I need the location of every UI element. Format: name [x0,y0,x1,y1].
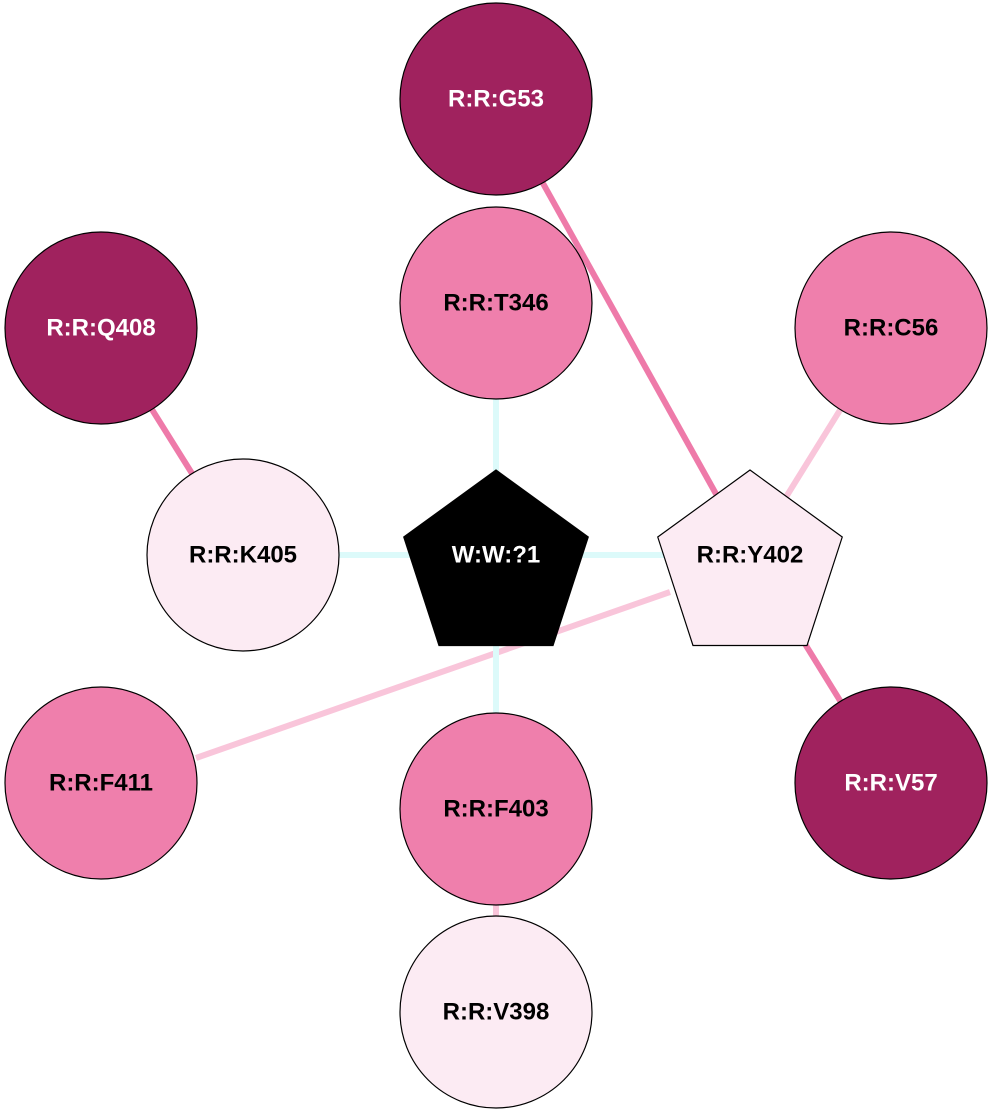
node-f411[interactable]: R:R:F411 [4,686,198,880]
node-label: R:R:Q408 [46,315,155,342]
node-label: R:R:T346 [443,290,548,317]
circle-node-shape [4,686,198,880]
node-k405[interactable]: R:R:K405 [146,458,340,652]
node-t346[interactable]: R:R:T346 [399,206,593,400]
circle-node-shape [146,458,340,652]
node-v57[interactable]: R:R:V57 [794,686,988,880]
node-label: R:R:V398 [443,999,550,1026]
node-label: R:R:Y402 [697,542,804,569]
node-label: R:R:K405 [189,542,297,569]
pentagon-node-shape [403,469,589,647]
node-v398[interactable]: R:R:V398 [399,915,593,1109]
node-y402[interactable]: R:R:Y402 [657,469,843,647]
node-g53[interactable]: R:R:G53 [399,2,593,196]
circle-node-shape [399,2,593,196]
node-label: R:R:F403 [443,796,548,823]
edge-y402-f411 [195,589,671,761]
node-label: R:R:F411 [49,770,153,797]
pentagon-node-shape [657,469,843,647]
node-w1[interactable]: W:W:?1 [403,469,589,647]
node-label: R:R:G53 [448,86,544,113]
node-label: W:W:?1 [452,542,540,569]
circle-node-shape [399,206,593,400]
circle-node-shape [794,686,988,880]
node-q408[interactable]: R:R:Q408 [4,231,198,425]
node-label: R:R:V57 [844,770,937,797]
node-c56[interactable]: R:R:C56 [794,231,988,425]
circle-node-shape [794,231,988,425]
circle-node-shape [4,231,198,425]
node-f403[interactable]: R:R:F403 [399,712,593,906]
circle-node-shape [399,915,593,1109]
circle-node-shape [399,712,593,906]
node-label: R:R:C56 [844,315,939,342]
